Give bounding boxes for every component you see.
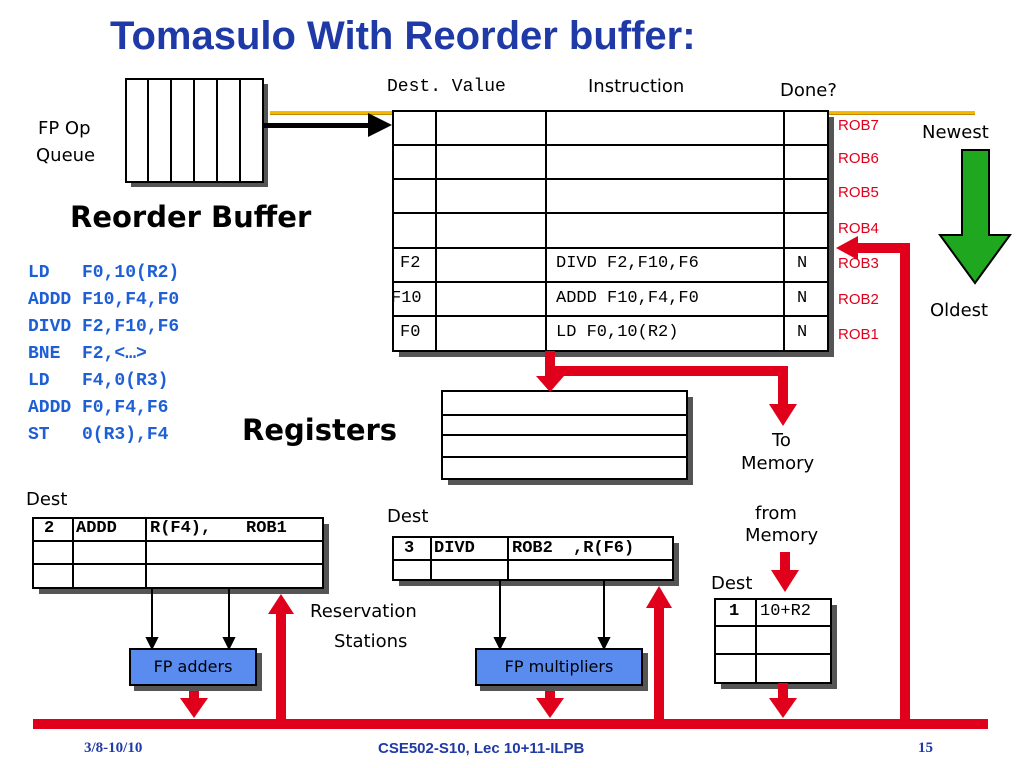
registers-grid [442,414,687,458]
rs-multipliers-op: DIVD [434,539,475,558]
dest-label-load: Dest [711,573,753,594]
rob3-done: N [797,254,808,273]
rob-header-instruction: Instruction [588,76,685,97]
rob-label-rob4: ROB4 [838,220,879,237]
reservation-stations-label-line2: Stations [334,631,408,652]
rs-adders-operand-b: ROB1 [246,519,287,538]
from-memory-label-line2: Memory [745,525,819,546]
newest-label: Newest [922,122,989,143]
rob-label-rob3: ROB3 [838,255,879,272]
oldest-label: Oldest [930,300,989,321]
fp-adders-label: FP adders [153,657,233,676]
load-buffer-grid [715,599,831,683]
load-buffer-tag: 1 [729,602,740,621]
fp-op-queue-label-line2: Queue [36,145,96,166]
rs-adders-op: ADDD [76,519,117,538]
load-buffer-table [714,598,832,684]
code-line-6: ADDD F0,F4,F6 [28,398,169,418]
fp-op-queue-slots [147,79,241,182]
newest-to-oldest-arrow [938,149,1012,285]
rs-adders-tag: 2 [44,519,55,538]
rob2-done: N [797,289,808,308]
rs-to-unit-arrows [145,580,611,651]
to-memory-label-line1: To [772,430,791,451]
rs-adders-grid [33,518,323,588]
rob-label-rob6: ROB6 [838,150,879,167]
common-data-bus [33,236,988,729]
dest-label-adders: Dest [26,489,68,510]
footer-course: CSE502-S10, Lec 10+11-ILPB [378,740,585,757]
code-line-4: BNE F2,<…> [28,344,147,364]
rob-label-rob5: ROB5 [838,184,879,201]
rs-multipliers-operand-b: ,R(F6) [573,539,635,558]
reorder-buffer-label: Reorder Buffer [70,200,312,234]
footer-page-number: 15 [918,740,933,756]
rs-multipliers-operand-a: ROB2 [512,539,553,558]
rob-grid [393,111,828,351]
rs-multipliers-tag: 3 [404,539,415,558]
queue-to-rob-arrow-head [368,113,392,137]
rob-header-dest-value: Dest. Value [387,77,506,97]
queue-to-rob-arrow-shaft [263,123,373,128]
cdb-bus [33,719,988,729]
load-buffer-address: 10+R2 [760,602,812,621]
code-line-3: DIVD F2,F10,F6 [28,317,180,337]
rob1-done: N [797,323,808,342]
rs-adders-operand-a: R(F4), [150,519,212,538]
rob3-dest: F2 [400,254,421,273]
code-line-1: LD F0,10(R2) [28,263,180,283]
footer-date: 3/8-10/10 [84,740,143,756]
to-memory-label-line2: Memory [741,453,815,474]
rob-label-rob1: ROB1 [838,326,879,343]
rob2-instruction: ADDD F10,F4,F0 [556,289,699,308]
rob-header-done: Done? [780,80,837,101]
code-line-2: ADDD F10,F4,F0 [28,290,180,310]
reservation-stations-label-line1: Reservation [310,601,417,622]
rob3-instruction: DIVD F2,F10,F6 [556,254,699,273]
slide-title: Tomasulo With Reorder buffer: [110,14,696,58]
fp-op-queue-label-line1: FP Op [38,118,91,139]
rs-adders-table [32,517,324,589]
fp-multipliers-label: FP multipliers [504,657,614,676]
registers-label: Registers [242,413,398,447]
rob-label-rob2: ROB2 [838,291,879,308]
code-line-5: LD F4,0(R3) [28,371,169,391]
rs-multipliers-grid [393,537,673,580]
reorder-buffer-table [392,110,829,352]
from-memory-label-line1: from [755,503,797,524]
rob1-instruction: LD F0,10(R2) [556,323,679,342]
rob-label-rob7: ROB7 [838,117,879,134]
fp-adders-unit: FP adders [129,648,257,686]
rob2-dest: F10 [391,289,422,308]
rob1-dest: F0 [400,323,421,342]
rs-multipliers-table [392,536,674,581]
fp-multipliers-unit: FP multipliers [475,648,643,686]
code-line-7: ST 0(R3),F4 [28,425,169,445]
dest-label-multipliers: Dest [387,506,429,527]
